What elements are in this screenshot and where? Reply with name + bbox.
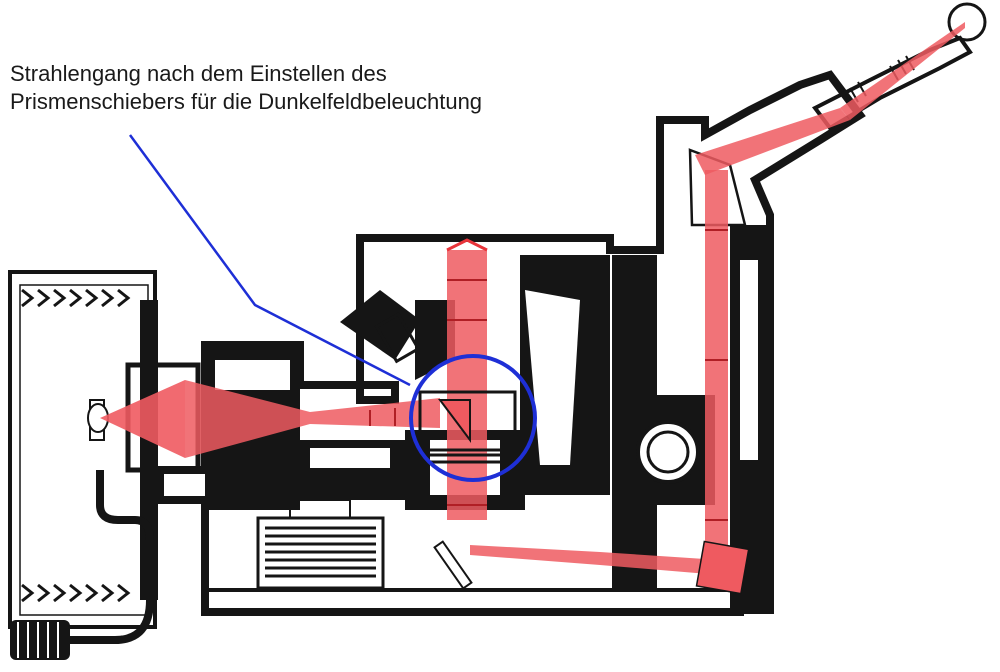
heat-vent-top bbox=[21, 288, 131, 308]
prism-slider-body bbox=[418, 390, 517, 452]
illumination-beam bbox=[100, 380, 185, 458]
light-path bbox=[100, 22, 965, 595]
plug-grip bbox=[17, 622, 59, 658]
deflection-mirror bbox=[433, 540, 473, 590]
objective-top bbox=[446, 238, 488, 252]
dark-field-prism bbox=[438, 399, 471, 443]
column-window bbox=[740, 260, 758, 460]
focus-knob-inner bbox=[646, 430, 690, 474]
power-cable bbox=[10, 470, 154, 660]
turret-block bbox=[415, 300, 455, 380]
callout-highlight-circle bbox=[409, 354, 537, 482]
stand-housing bbox=[156, 70, 866, 616]
deflection-prism bbox=[695, 540, 750, 595]
heat-vent-bottom bbox=[21, 583, 131, 603]
observer-eye bbox=[947, 2, 987, 42]
return-vertical-beam bbox=[705, 170, 728, 570]
prism-slider-rail bbox=[430, 453, 505, 464]
lens-markers bbox=[369, 229, 728, 521]
lower-beam-horizontal bbox=[470, 545, 720, 575]
lower-housing-window bbox=[215, 360, 290, 390]
side-lamp-knob bbox=[374, 312, 421, 364]
side-lamp bbox=[340, 290, 455, 380]
prism-slider bbox=[418, 390, 517, 464]
condenser-window bbox=[310, 448, 390, 468]
caption-line-1: Strahlengang nach dem Einstellen des bbox=[10, 61, 387, 86]
transformer-coil bbox=[265, 526, 376, 578]
collector-beam bbox=[185, 380, 310, 458]
lamp-housing-box bbox=[8, 270, 157, 629]
upper-diagonal-beam bbox=[695, 108, 850, 175]
caption-line-2: Prismenschiebers für die Dunkelfeldbeleu… bbox=[10, 89, 483, 114]
callout-pointer-line bbox=[128, 134, 411, 387]
diagram-caption: Strahlengang nach dem Einstellen des Pri… bbox=[10, 60, 650, 116]
field-beam bbox=[310, 398, 440, 428]
arm-wedge bbox=[525, 290, 580, 465]
cable-path bbox=[70, 470, 154, 644]
transformer-cap bbox=[289, 499, 351, 519]
power-plug bbox=[10, 620, 70, 660]
vertical-beam-down bbox=[447, 250, 487, 520]
callout bbox=[128, 134, 537, 482]
eyepiece-beam bbox=[840, 22, 965, 120]
